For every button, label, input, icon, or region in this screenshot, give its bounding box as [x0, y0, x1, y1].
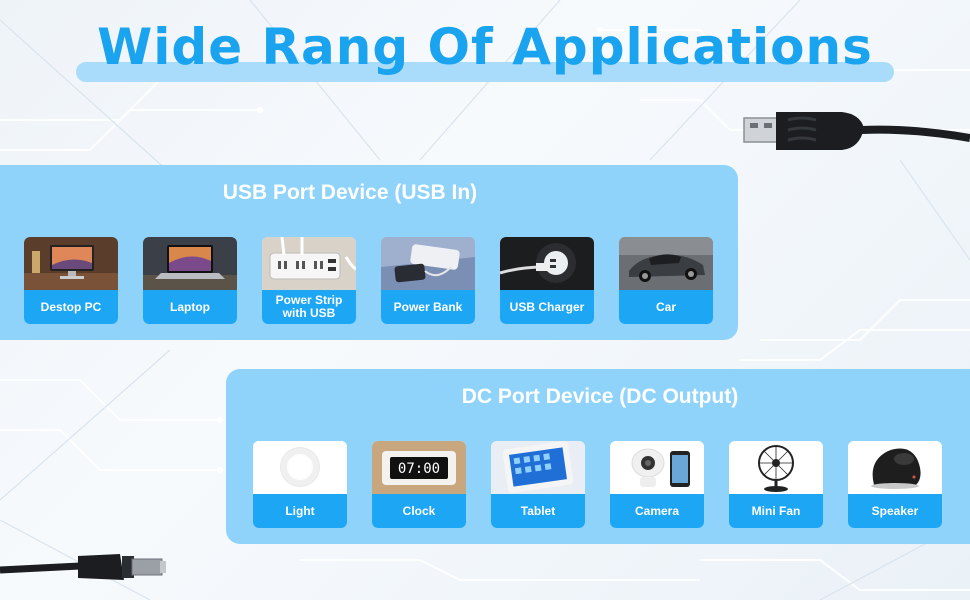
dc-device-card-mini-fan: Mini Fan: [729, 441, 823, 528]
usb-device-card-desktop-pc: Destop PC: [24, 237, 118, 324]
title-underline-bar: [76, 62, 894, 82]
page-title: Wide Rang Of Applications: [97, 18, 873, 76]
dc-section-heading: DC Port Device (DC Output): [461, 385, 739, 408]
desktop-pc-icon: [24, 237, 118, 290]
usb-device-card-laptop: Laptop: [143, 237, 237, 324]
tablet-icon: [491, 441, 585, 494]
usb-device-card-power-bank: Power Bank: [381, 237, 475, 324]
usb-charger-icon: [500, 237, 594, 290]
usb-device-label: USB Charger: [500, 290, 594, 324]
clock-icon: 07:00: [372, 441, 466, 494]
usb-device-label: Laptop: [143, 290, 237, 324]
fan-icon: [729, 441, 823, 494]
power-bank-icon: [381, 237, 475, 290]
dc-device-card-camera: Camera: [610, 441, 704, 528]
dc-device-label: Light: [253, 494, 347, 528]
power-strip-icon: [262, 237, 356, 290]
usb-device-label: Destop PC: [24, 290, 118, 324]
dc-device-label: Camera: [610, 494, 704, 528]
ring-light-icon: [253, 441, 347, 494]
usb-device-label: Car: [619, 290, 713, 324]
usb-device-label: Power Bank: [381, 290, 475, 324]
dc-device-card-clock: 07:00 Clock: [372, 441, 466, 528]
dc-device-card-speaker: Speaker: [848, 441, 942, 528]
usb-device-card-car: Car: [619, 237, 713, 324]
camera-icon: [610, 441, 704, 494]
usb-device-card-power-strip: Power Strip with USB: [262, 237, 356, 324]
usb-section-heading: USB Port Device (USB In): [222, 181, 478, 204]
speaker-icon: [848, 441, 942, 494]
laptop-icon: [143, 237, 237, 290]
dc-device-label: Speaker: [848, 494, 942, 528]
dc-device-label: Tablet: [491, 494, 585, 528]
clock-display: 07:00: [398, 461, 440, 477]
dc-device-card-tablet: Tablet: [491, 441, 585, 528]
usb-port-device-panel: USB Port Device (USB In) Destop PC Lapto…: [0, 165, 738, 340]
usb-plug-icon: [743, 112, 970, 150]
usb-device-card-usb-charger: USB Charger: [500, 237, 594, 324]
dc-port-device-panel: DC Port Device (DC Output) Light 07:00 C…: [226, 369, 970, 544]
dc-plug-icon: [0, 554, 166, 580]
dc-device-card-light: Light: [253, 441, 347, 528]
car-icon: [619, 237, 713, 290]
usb-device-label: Power Strip with USB: [262, 290, 356, 324]
dc-device-label: Mini Fan: [729, 494, 823, 528]
dc-device-label: Clock: [372, 494, 466, 528]
